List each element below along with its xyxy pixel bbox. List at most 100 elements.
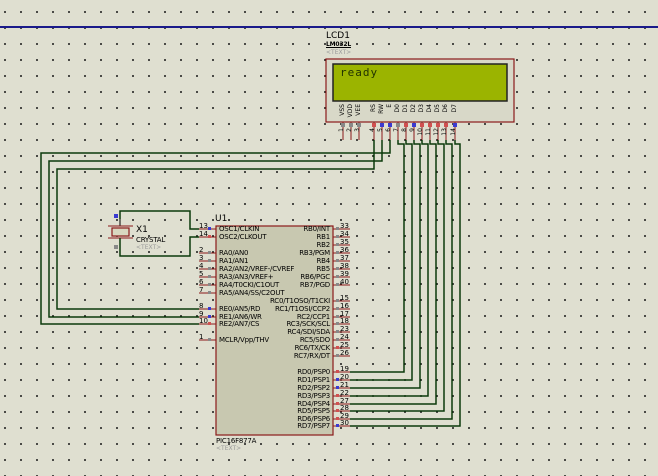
lcd-pin-number: 11 [425, 128, 432, 136]
mcu-pin-label: RC1/T1OSI/CCP2 [275, 305, 330, 313]
lcd-pin-label: D3 [418, 104, 425, 113]
mcu-pin-marker [208, 315, 211, 318]
mcu-pin-label: RC6/TX/CK [294, 344, 331, 352]
mcu-pin-marker [336, 370, 339, 373]
mcu-pin-label: RB7/PGD [299, 281, 330, 289]
mcu-pin-marker [336, 338, 339, 341]
lcd-display-text: ready [340, 66, 379, 79]
lcd-ref: LCD1 [326, 31, 350, 41]
mcu-pin-number: 30 [340, 419, 349, 427]
mcu-text-placeholder: <TEXT> [216, 445, 242, 452]
mcu-pin-label: RA5/AN4/SS/C2OUT [219, 289, 285, 297]
mcu-pin-marker [208, 235, 211, 238]
lcd-pin-marker [444, 123, 448, 127]
mcu-pin-label: RC3/SCK/SCL [286, 320, 330, 328]
mcu-pin-number: 6 [199, 278, 204, 286]
mcu-pin-marker [336, 354, 339, 357]
lcd-pin-marker [380, 123, 384, 127]
mcu-pin-number: 18 [340, 317, 349, 325]
mcu-pin-label: MCLR/Vpp/THV [219, 336, 270, 344]
lcd-pin-number: 12 [433, 128, 440, 136]
lcd-pin-label: VSS [339, 104, 346, 116]
mcu-pin-label: RC5/SDO [299, 336, 330, 344]
lcd-pin-label: RS [370, 104, 377, 112]
wire-crystal-osc1 [119, 210, 199, 230]
lcd-pin-label: RW [378, 104, 385, 114]
mcu-pin-label: RE1/AN6/WR [219, 313, 262, 321]
mcu-pin-number: 8 [199, 302, 204, 310]
mcu-body [215, 225, 334, 436]
lcd-pin-number: 3 [354, 128, 361, 132]
mcu-pin-label: RC2/CCP1 [296, 313, 330, 321]
mcu-pin-number: 25 [340, 341, 349, 349]
lcd-pin-label: D4 [426, 104, 433, 113]
mcu-pin-marker [336, 307, 339, 310]
mcu-pin-number: 10 [199, 317, 208, 325]
mcu-pin-marker [336, 227, 339, 230]
mcu-pin-label: RD7/PSP7 [297, 422, 330, 430]
mcu-pin-label: RB4 [316, 257, 330, 265]
mcu-pin-number: 26 [340, 349, 349, 357]
mcu-pin-marker [336, 275, 339, 278]
mcu-pin-label: RB2 [316, 241, 330, 249]
mcu-pin-label: RE0/AN5/RD [219, 305, 261, 313]
wire-d1 [350, 140, 413, 381]
lcd-pin-number: 8 [401, 128, 408, 132]
lcd-pin-label: VEE [355, 104, 362, 116]
lcd-pin-number: 6 [385, 128, 392, 132]
lcd-pin-number: 7 [393, 128, 400, 132]
mcu-pin-number: 29 [340, 412, 349, 420]
mcu-pin-label: RE2/AN7/CS [219, 320, 260, 328]
mcu-pin-number: 37 [340, 254, 349, 262]
lcd-pin-marker [428, 123, 432, 127]
mcu-pin-number: 4 [199, 262, 204, 270]
lcd-pin-label: VDD [347, 104, 354, 118]
mcu-pin-number: 22 [340, 389, 349, 397]
lcd-pin-marker [420, 123, 424, 127]
mcu-pin-marker [208, 283, 211, 286]
mcu-pin-label: RA2/AN2/VREF-/CVREF [219, 265, 295, 273]
mcu-pin-label: RC0/T1OSO/T1CKI [269, 297, 330, 305]
mcu-pin-marker [336, 251, 339, 254]
lcd-pin-number: 14 [450, 128, 457, 136]
mcu-part: PIC16F877A [216, 437, 257, 445]
wire-rw [48, 140, 383, 318]
mcu-pin-number: 14 [199, 230, 208, 238]
lcd-pin-marker [388, 123, 392, 127]
lcd-pin-label: D2 [410, 104, 417, 113]
mcu-pin-number: 39 [340, 270, 349, 278]
mcu-pin-label: RD6/PSP6 [297, 415, 330, 423]
mcu-pin-label: RA4/T0CKI/C1OUT [219, 281, 280, 289]
mcu-pin-number: 1 [199, 333, 204, 341]
wire-d7 [350, 140, 461, 427]
lcd-pin-number: 9 [409, 128, 416, 132]
lcd-pin-marker [396, 123, 400, 127]
lcd-pin-marker [453, 123, 457, 127]
mcu-pin-number: 35 [340, 238, 349, 246]
wire-d4 [350, 140, 437, 405]
mcu-pin-marker [336, 267, 339, 270]
lcd-text-placeholder: <TEXT> [326, 49, 352, 56]
mcu-pin-marker [336, 243, 339, 246]
mcu-pin-marker [336, 417, 339, 420]
wire-d0 [350, 140, 405, 373]
mcu-pin-marker [336, 283, 339, 286]
mcu-pin-label: RB6/PGC [300, 273, 330, 281]
mcu-pin-number: 20 [340, 373, 349, 381]
lcd-pin-number: 2 [346, 128, 353, 132]
mcu-pin-label: RD0/PSP0 [297, 368, 330, 376]
mcu-pin-number: 34 [340, 230, 349, 238]
lcd-pin-label: D7 [451, 104, 458, 113]
mcu-pin-marker [336, 394, 339, 397]
crystal-part: CRYSTAL [136, 236, 166, 244]
mcu-pin-marker [336, 409, 339, 412]
mcu-pin-number: 13 [199, 222, 208, 230]
mcu-pin-marker [208, 291, 211, 294]
crystal-text-placeholder: <TEXT> [136, 244, 162, 251]
lcd-pin-marker [412, 123, 416, 127]
lcd-pin-number: 5 [377, 128, 384, 132]
mcu-pin-marker [336, 386, 339, 389]
mcu-pin-label: RA3/AN3/VREF+ [219, 273, 274, 281]
mcu-pin-marker [208, 227, 211, 230]
